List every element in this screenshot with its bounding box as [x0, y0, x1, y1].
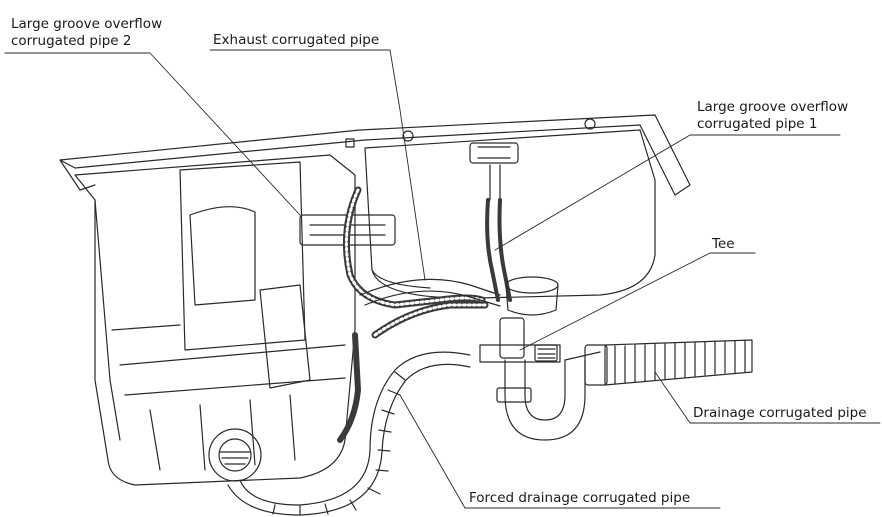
label-overflow-pipe-1-line2: corrugated pipe 1 [697, 116, 818, 132]
label-forced-drainage-pipe: Forced drainage corrugated pipe [469, 490, 691, 506]
p-trap [496, 344, 608, 441]
label-overflow-pipe-2-line1: Large groove overflow [11, 16, 163, 32]
tee-fitting [479, 317, 561, 363]
label-overflow-pipe-2-line2: corrugated pipe 2 [11, 33, 132, 49]
left-basin-body [74, 154, 356, 486]
label-drainage-pipe: Drainage corrugated pipe [693, 405, 867, 421]
label-overflow-pipe-1-line1: Large groove overflow [697, 99, 849, 115]
leader-overflow-2 [4, 52, 301, 216]
leader-lines [4, 49, 881, 509]
leader-drainage [654, 371, 881, 424]
label-tee: Tee [712, 236, 735, 252]
label-overflow-pipe-2: Large groove overflow corrugated pipe 2 [11, 16, 162, 50]
drainage-corrugated-pipe [604, 339, 753, 386]
tee-feed-pipe [371, 301, 489, 339]
label-exhaust-pipe: Exhaust corrugated pipe [213, 32, 380, 48]
leader-overflow-1 [494, 134, 841, 251]
overflow-corrugated-pipe-1 [485, 164, 512, 302]
right-basin [364, 129, 656, 299]
forced-drainage-corrugated-pipe [227, 351, 471, 516]
leader-forced-drainage [399, 394, 721, 509]
drain-strainer [505, 276, 559, 316]
exhaust-corrugated-pipe [359, 278, 501, 307]
leader-tee [519, 252, 756, 351]
sink-rim [59, 114, 691, 196]
left-vertical-pipe [337, 332, 361, 443]
label-overflow-pipe-1: Large groove overflow corrugated pipe 1 [697, 99, 848, 133]
leader-exhaust [209, 49, 426, 281]
